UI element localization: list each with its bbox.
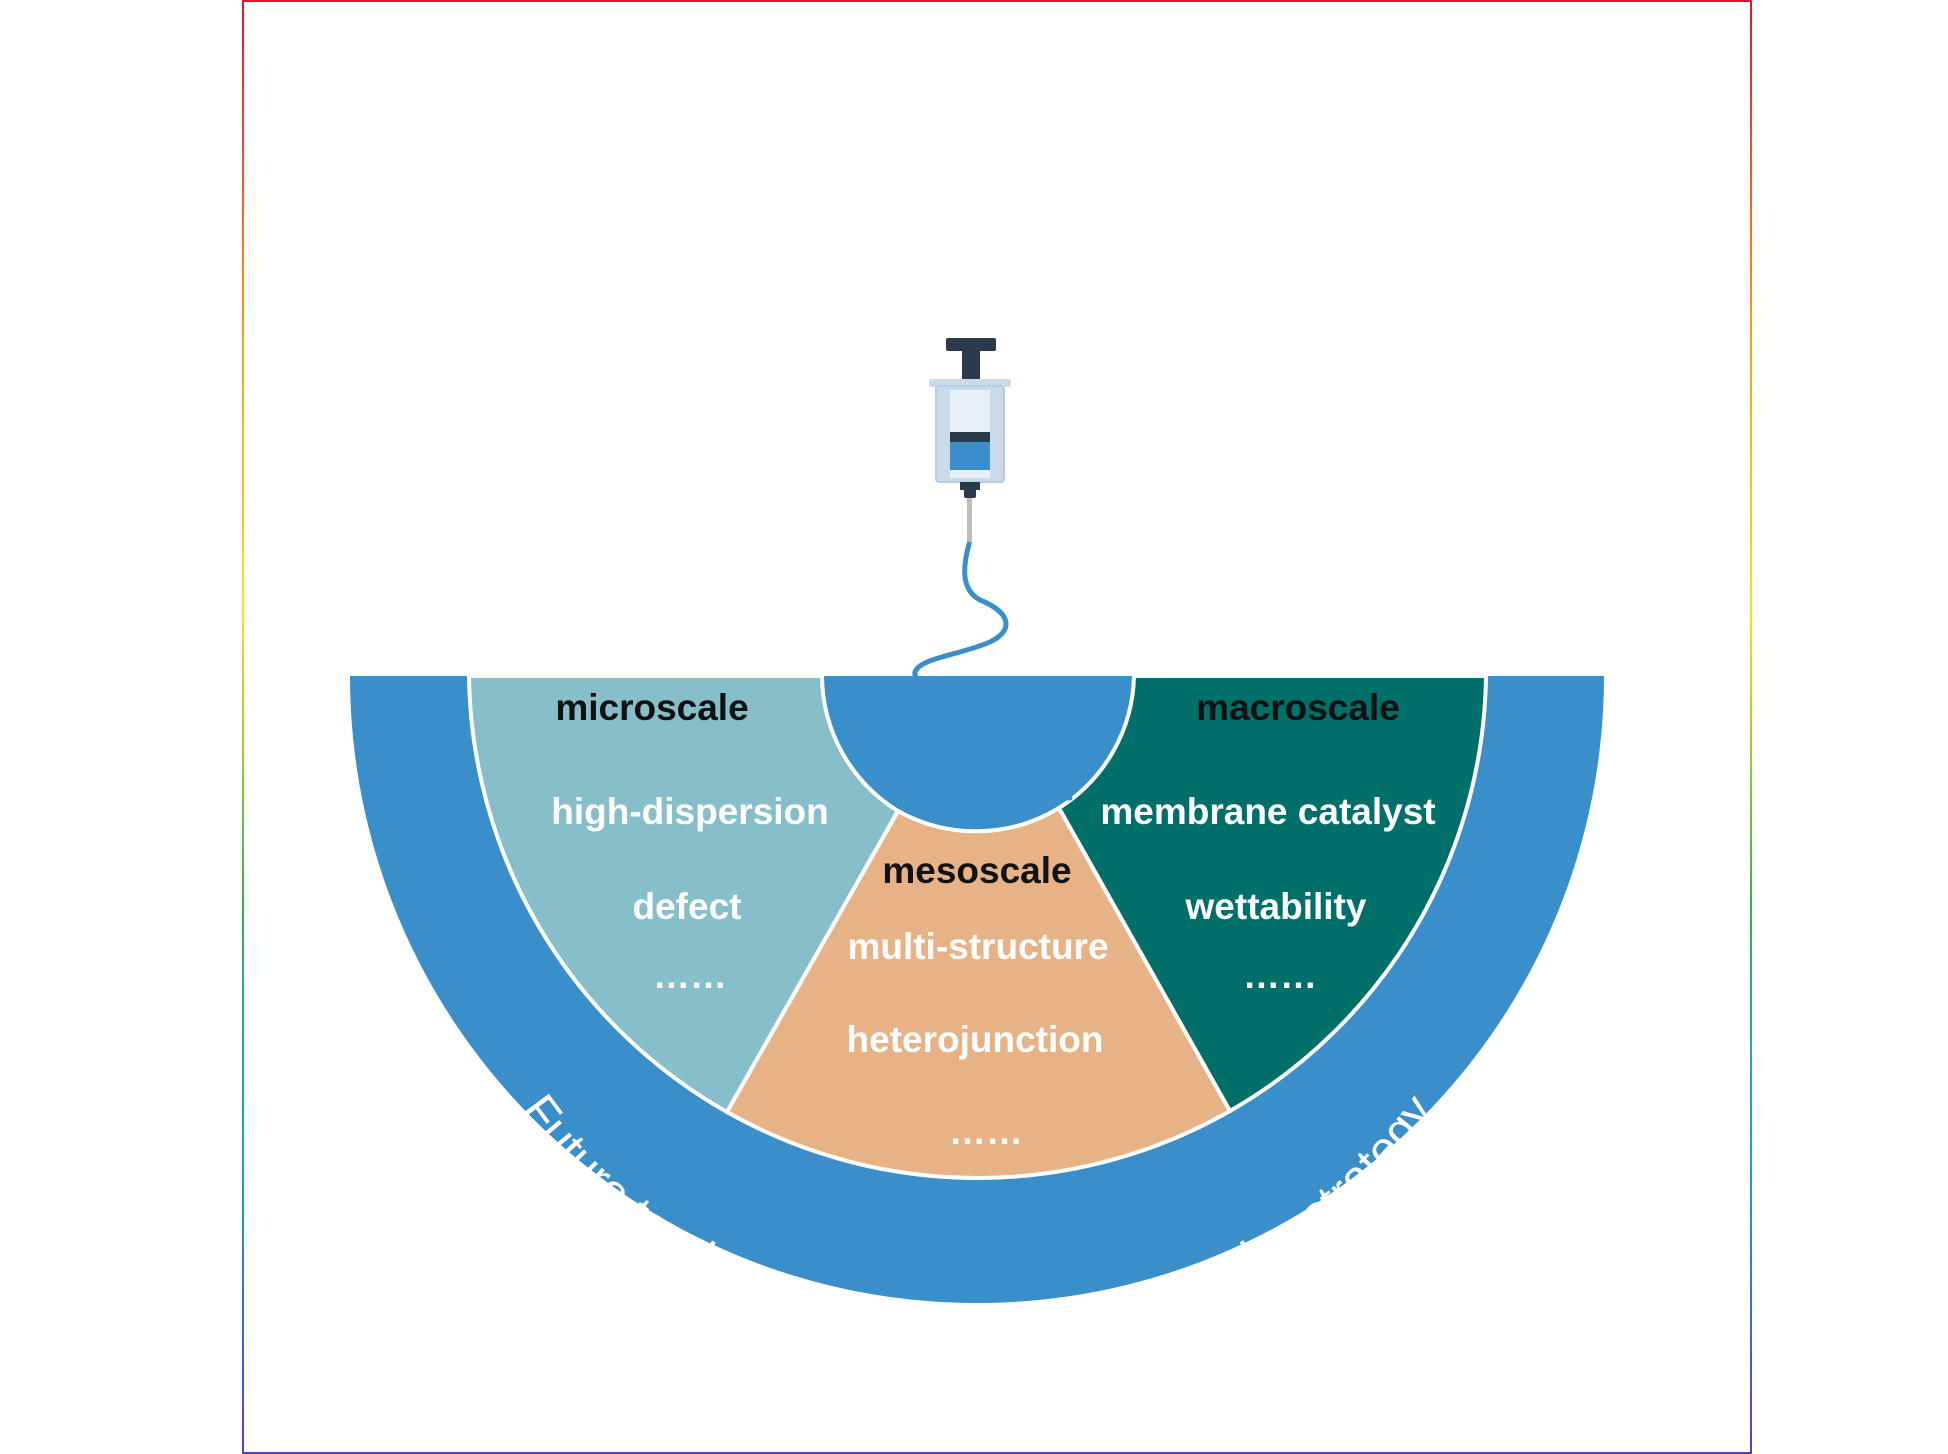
syringe-icon: [929, 338, 1011, 544]
macroscale-title: macroscale: [1196, 687, 1400, 728]
microscale-item-1: high-dispersion: [551, 791, 829, 832]
microscale-item-2: defect: [633, 886, 742, 927]
syringe-needle: [967, 498, 972, 544]
microscale-item-3: ……: [653, 955, 727, 996]
mesoscale-item-2: heterojunction: [847, 1019, 1104, 1060]
mesoscale-item-1: multi-structure: [847, 926, 1108, 967]
syringe-nozzle: [964, 488, 976, 498]
syringe-plunger-head: [950, 432, 990, 442]
microscale-title: microscale: [555, 687, 748, 728]
figure-frame: [242, 0, 1752, 1454]
mesoscale-sector: [724, 805, 1233, 1180]
syringe-fluid: [950, 442, 990, 470]
macroscale-item-3: ……: [1243, 955, 1317, 996]
macroscale-item-1: membrane catalyst: [1100, 791, 1435, 832]
syringe-tip: [960, 482, 980, 490]
syringe-plunger-top: [946, 338, 996, 351]
macroscale-item-2: wettability: [1185, 886, 1367, 927]
mesoscale-title: mesoscale: [882, 850, 1071, 891]
microscale-sector: [466, 674, 901, 1115]
macroscale-sector: [1056, 674, 1489, 1114]
mesoscale-item-3: ……: [949, 1111, 1023, 1152]
electrospun-fiber: [870, 541, 1073, 801]
